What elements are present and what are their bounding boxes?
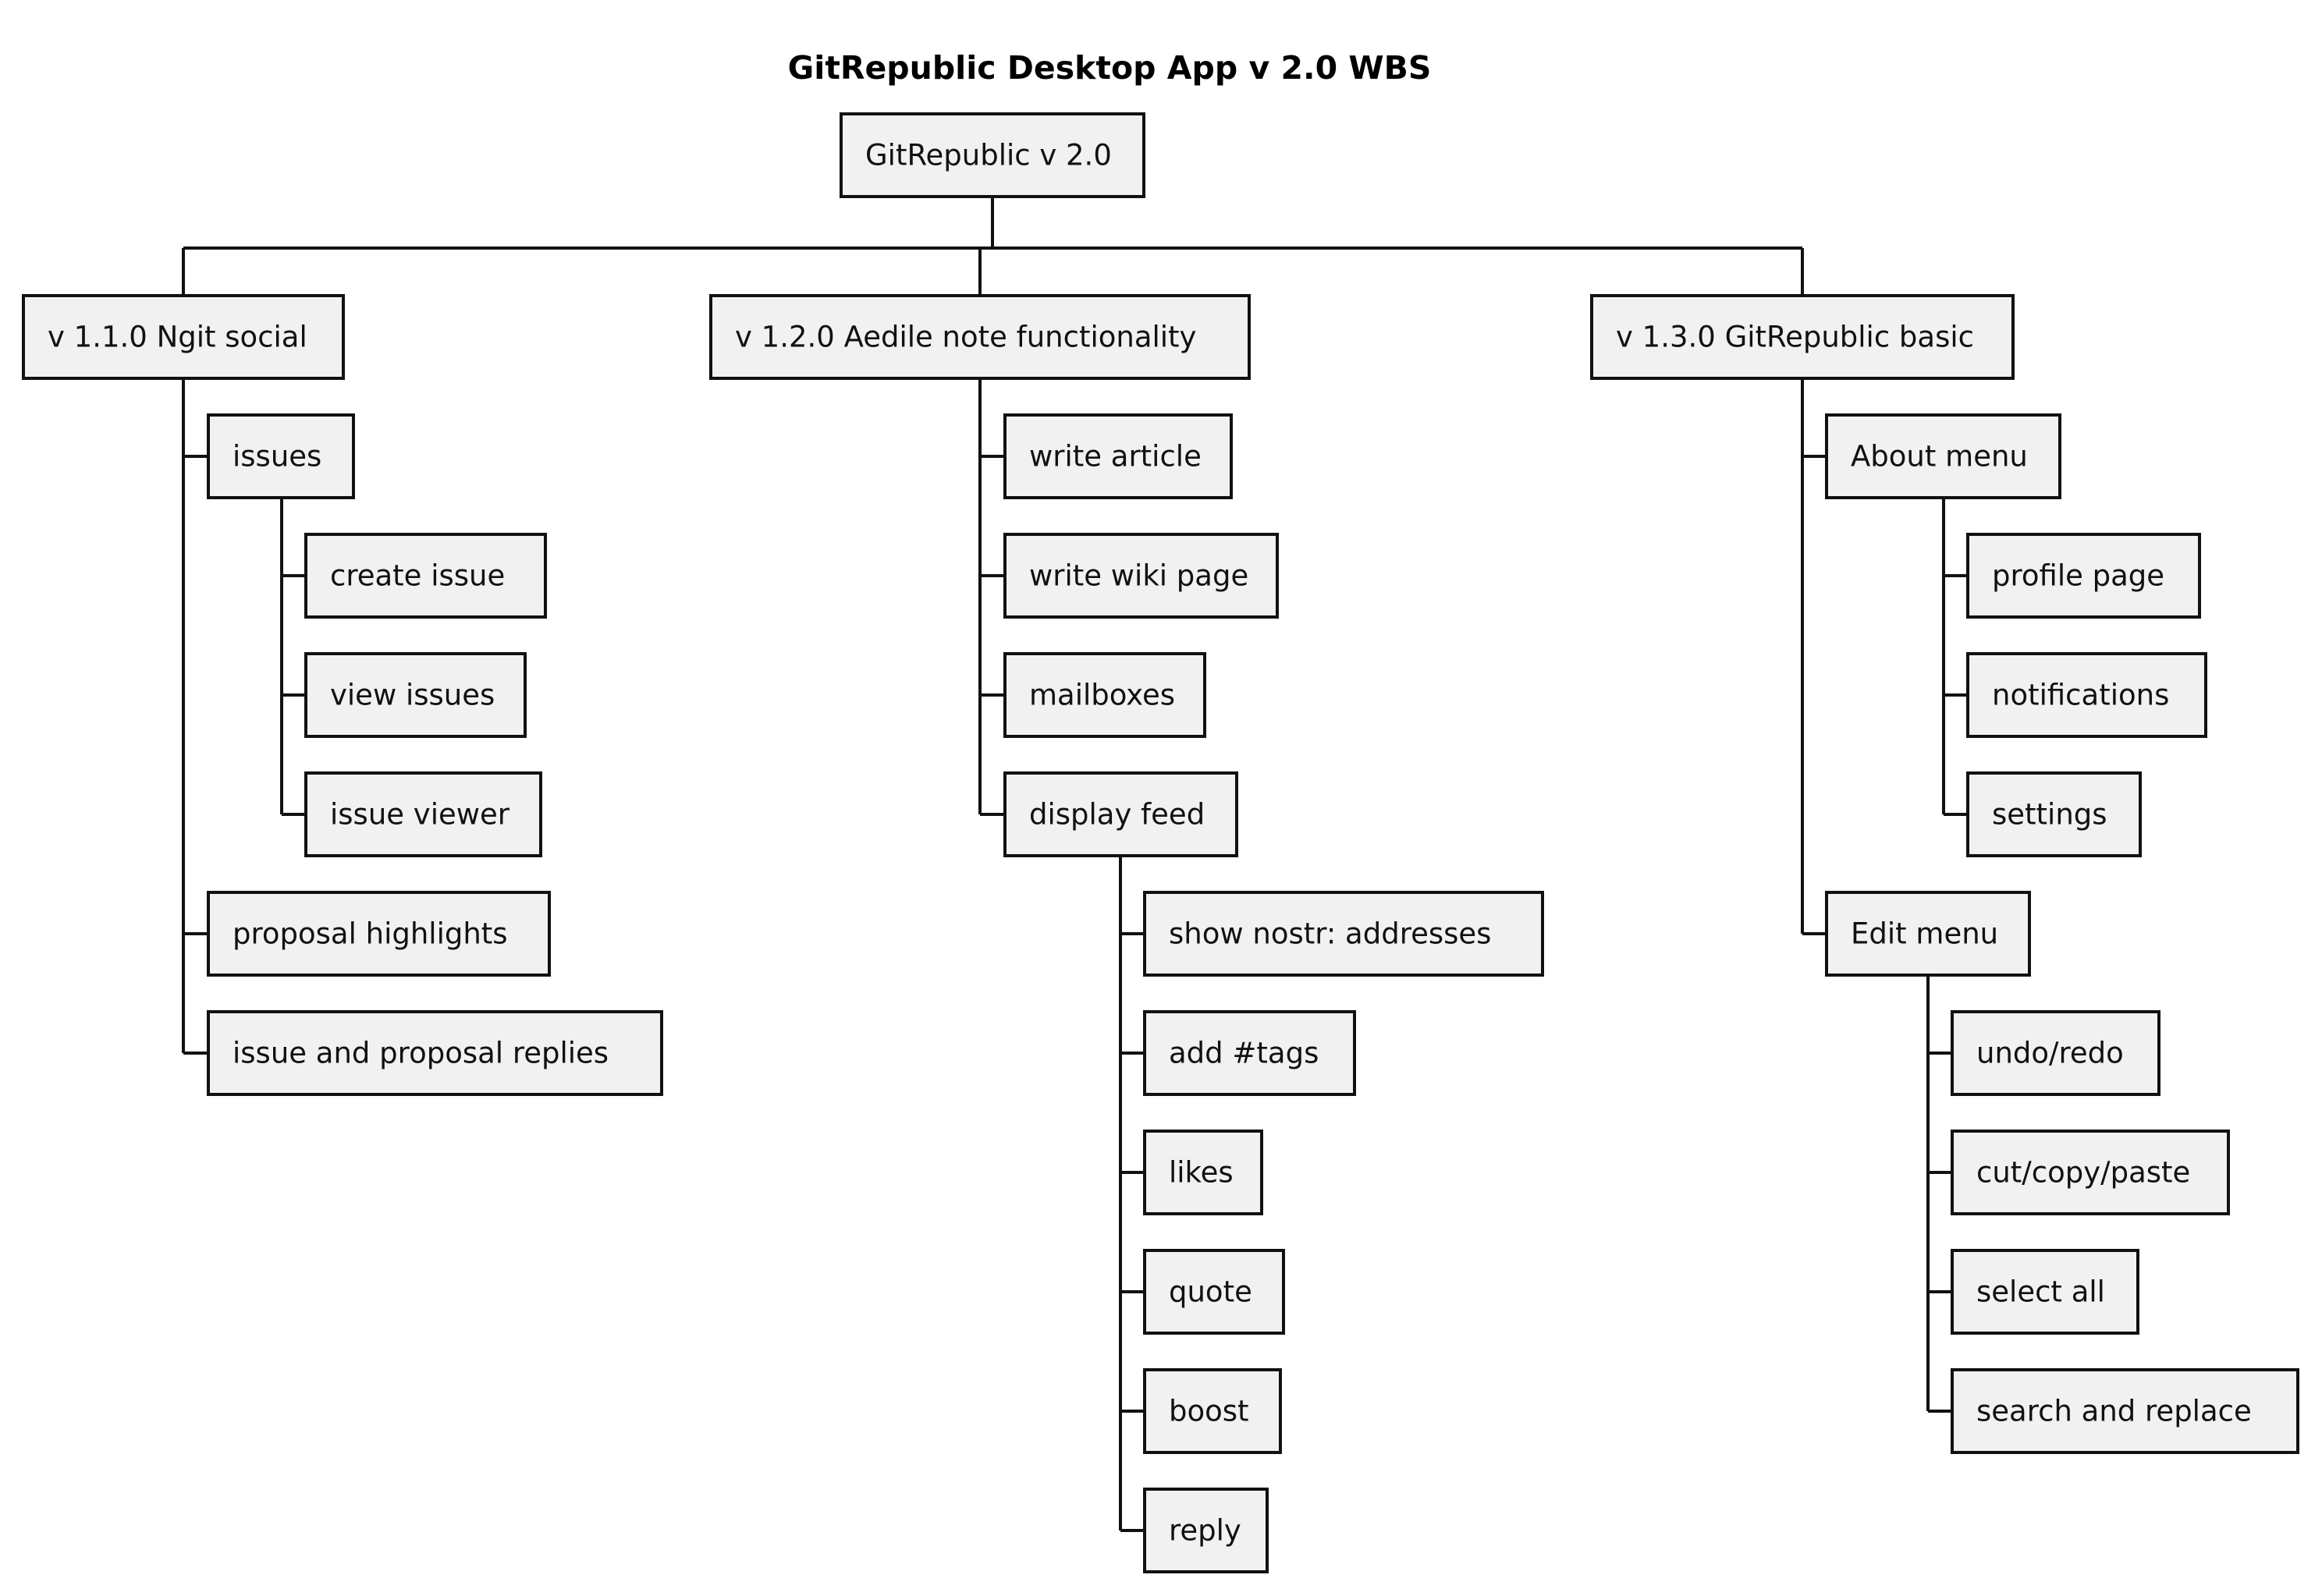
node-label: boost [1169, 1395, 1249, 1428]
node-label: show nostr: addresses [1169, 917, 1491, 951]
node-label: mailboxes [1029, 679, 1175, 712]
node-box [1003, 771, 1238, 857]
wbs-node-boost: boost [1143, 1368, 1282, 1454]
node-label: reply [1169, 1514, 1241, 1548]
node-box [207, 891, 551, 977]
node-box [207, 1010, 663, 1096]
connector-lines [182, 197, 1968, 1532]
wbs-node-cut-copy-paste: cut/copy/paste [1951, 1130, 2230, 1215]
node-box [1825, 891, 2031, 977]
wbs-node-search-and-replace: search and replace [1951, 1368, 2299, 1454]
node-label: notifications [1992, 679, 2169, 712]
node-label: view issues [330, 679, 495, 712]
wbs-node-v-1-3-0-gitrepublic-basic: v 1.3.0 GitRepublic basic [1590, 294, 2015, 380]
node-box [304, 533, 547, 619]
node-label: GitRepublic v 2.0 [865, 139, 1112, 172]
node-box [1143, 1010, 1356, 1096]
node-box [1143, 1368, 1282, 1454]
node-label: Edit menu [1851, 917, 1998, 951]
wbs-node-proposal-highlights: proposal highlights [207, 891, 551, 977]
node-label: v 1.1.0 Ngit social [48, 321, 307, 354]
node-box [1003, 652, 1206, 738]
wbs-node-undo-redo: undo/redo [1951, 1010, 2160, 1096]
node-label: display feed [1029, 798, 1205, 832]
wbs-node-write-wiki-page: write wiki page [1003, 533, 1279, 619]
node-box [207, 413, 355, 499]
node-box [304, 771, 542, 857]
wbs-nodes: GitRepublic v 2.0 v 1.1.0 Ngit social issu… [22, 112, 2299, 1573]
node-box [1966, 652, 2207, 738]
node-box [840, 112, 1145, 198]
node-box [1143, 891, 1544, 977]
node-label: v 1.3.0 GitRepublic basic [1616, 321, 1974, 354]
node-box [1951, 1010, 2160, 1096]
node-label: cut/copy/paste [1976, 1156, 2190, 1190]
node-label: issue and proposal replies [233, 1037, 609, 1070]
node-label: select all [1976, 1275, 2105, 1309]
node-box [22, 294, 345, 380]
node-label: quote [1169, 1275, 1252, 1309]
wbs-node-issue-and-proposal-replies: issue and proposal replies [207, 1010, 663, 1096]
wbs-node-reply: reply [1143, 1488, 1269, 1573]
node-label: v 1.2.0 Aedile note functionality [735, 321, 1196, 354]
node-box [1951, 1249, 2139, 1335]
wbs-node-profile-page: profile page [1966, 533, 2201, 619]
wbs-node-likes: likes [1143, 1130, 1263, 1215]
node-box [1143, 1130, 1263, 1215]
node-box [709, 294, 1251, 380]
node-box [1143, 1488, 1269, 1573]
node-box [1951, 1130, 2230, 1215]
wbs-node-mailboxes: mailboxes [1003, 652, 1206, 738]
node-label: likes [1169, 1156, 1234, 1190]
diagram-title: GitRepublic Desktop App v 2.0 WBS [788, 49, 1432, 87]
node-label: settings [1992, 798, 2107, 832]
node-box [1966, 771, 2142, 857]
node-label: add #tags [1169, 1037, 1319, 1070]
node-label: write wiki page [1029, 559, 1248, 593]
wbs-node-display-feed: display feed [1003, 771, 1238, 857]
node-box [1143, 1249, 1285, 1335]
wbs-node-show-nostr-addresses: show nostr: addresses [1143, 891, 1544, 977]
wbs-node-issue-viewer: issue viewer [304, 771, 542, 857]
node-box [1003, 413, 1233, 499]
node-label: create issue [330, 559, 505, 593]
node-label: search and replace [1976, 1395, 2252, 1428]
node-label: issues [233, 440, 321, 473]
node-label: profile page [1992, 559, 2164, 593]
wbs-node-notifications: notifications [1966, 652, 2207, 738]
wbs-node-create-issue: create issue [304, 533, 547, 619]
wbs-node-about-menu: About menu [1825, 413, 2061, 499]
wbs-node-add-tags: add #tags [1143, 1010, 1356, 1096]
wbs-node-write-article: write article [1003, 413, 1233, 499]
node-label: proposal highlights [233, 917, 508, 951]
wbs-node-gitrepublic-v-2-0: GitRepublic v 2.0 [840, 112, 1145, 198]
node-box [1825, 413, 2061, 499]
wbs-node-view-issues: view issues [304, 652, 527, 738]
node-label: About menu [1851, 440, 2028, 473]
node-box [1966, 533, 2201, 619]
node-box [304, 652, 527, 738]
wbs-node-edit-menu: Edit menu [1825, 891, 2031, 977]
wbs-node-quote: quote [1143, 1249, 1285, 1335]
wbs-node-v-1-2-0-aedile-note-functionality: v 1.2.0 Aedile note functionality [709, 294, 1251, 380]
node-label: issue viewer [330, 798, 510, 832]
wbs-node-select-all: select all [1951, 1249, 2139, 1335]
node-box [1590, 294, 2015, 380]
node-label: undo/redo [1976, 1037, 2124, 1070]
node-label: write article [1029, 440, 1202, 473]
node-box [1003, 533, 1279, 619]
wbs-node-issues: issues [207, 413, 355, 499]
wbs-node-v-1-1-0-ngit-social: v 1.1.0 Ngit social [22, 294, 345, 380]
wbs-node-settings: settings [1966, 771, 2142, 857]
node-box [1951, 1368, 2299, 1454]
